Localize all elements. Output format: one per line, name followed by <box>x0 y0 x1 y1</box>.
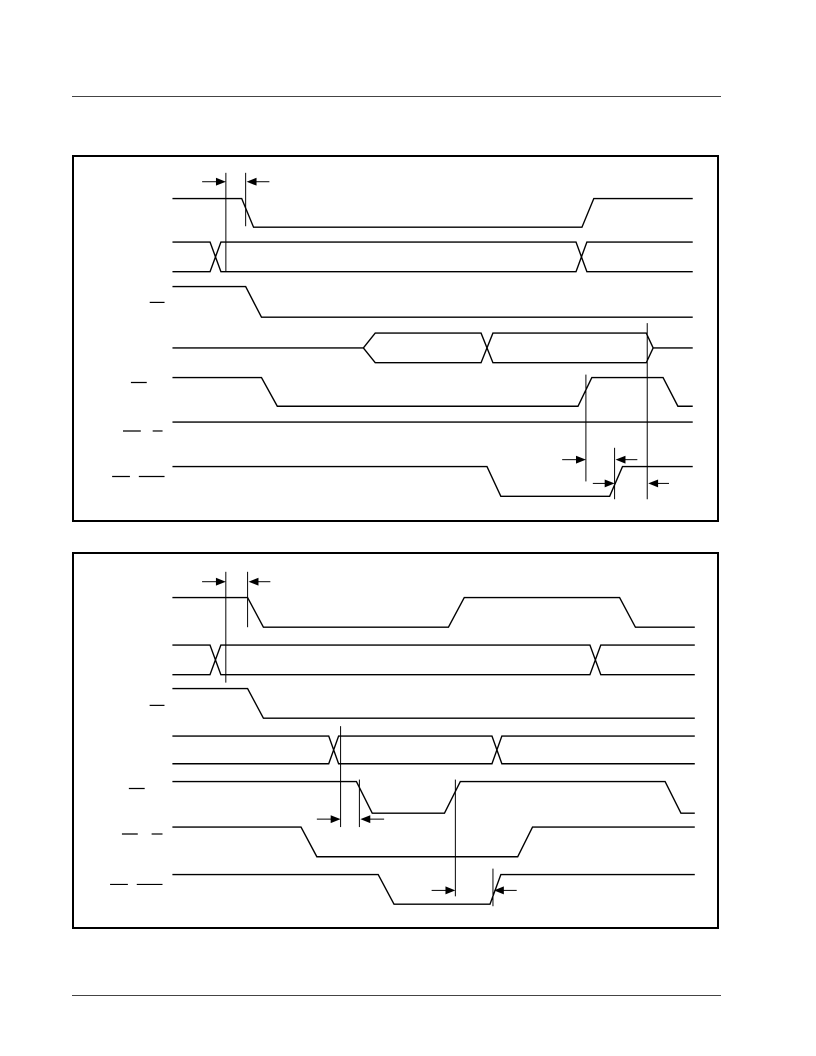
signal-4-bus-upper <box>172 735 695 765</box>
signal-2-bus-upper <box>172 241 693 273</box>
signal-1-waveform <box>172 197 693 228</box>
signal-3-waveform <box>172 285 693 318</box>
timing-arrow-2c <box>316 815 341 824</box>
timing-diagram-1 <box>72 155 719 522</box>
signal-7-waveform <box>172 465 693 497</box>
timing-diagram-1-canvas <box>112 172 693 500</box>
timing-arrow-1c <box>562 455 586 464</box>
timing-arrow-2b <box>248 577 271 586</box>
timing-diagram-2 <box>72 552 719 929</box>
signal-6-waveform <box>172 826 695 858</box>
timing-arrow-2e <box>431 886 456 895</box>
timing-diagram-2-canvas <box>110 571 695 907</box>
signal-1-waveform <box>172 596 695 628</box>
timing-arrow-2d <box>360 815 385 824</box>
timing-arrow-1d <box>615 455 638 464</box>
signal-3-waveform <box>172 687 695 719</box>
signal-2-bus-lower <box>172 644 695 676</box>
timing-arrow-2f <box>493 886 517 895</box>
timing-arrow-1f <box>648 479 669 488</box>
signal-4-waveform-lower <box>362 346 654 364</box>
signal-5-waveform <box>172 780 695 814</box>
footer-rule <box>72 995 721 996</box>
signal-2-bus-lower <box>172 241 693 273</box>
signal-4-waveform-upper <box>172 332 693 350</box>
timing-arrow-1a <box>202 177 226 186</box>
timing-arrow-2a <box>202 577 226 586</box>
timing-arrow-1e <box>592 479 615 488</box>
header-rule <box>72 96 721 97</box>
signal-2-bus-upper <box>172 644 695 676</box>
signal-7-waveform <box>172 873 695 905</box>
timing-arrow-1b <box>246 177 270 186</box>
signal-4-bus-lower <box>172 735 695 765</box>
signal-5-waveform <box>172 376 693 407</box>
